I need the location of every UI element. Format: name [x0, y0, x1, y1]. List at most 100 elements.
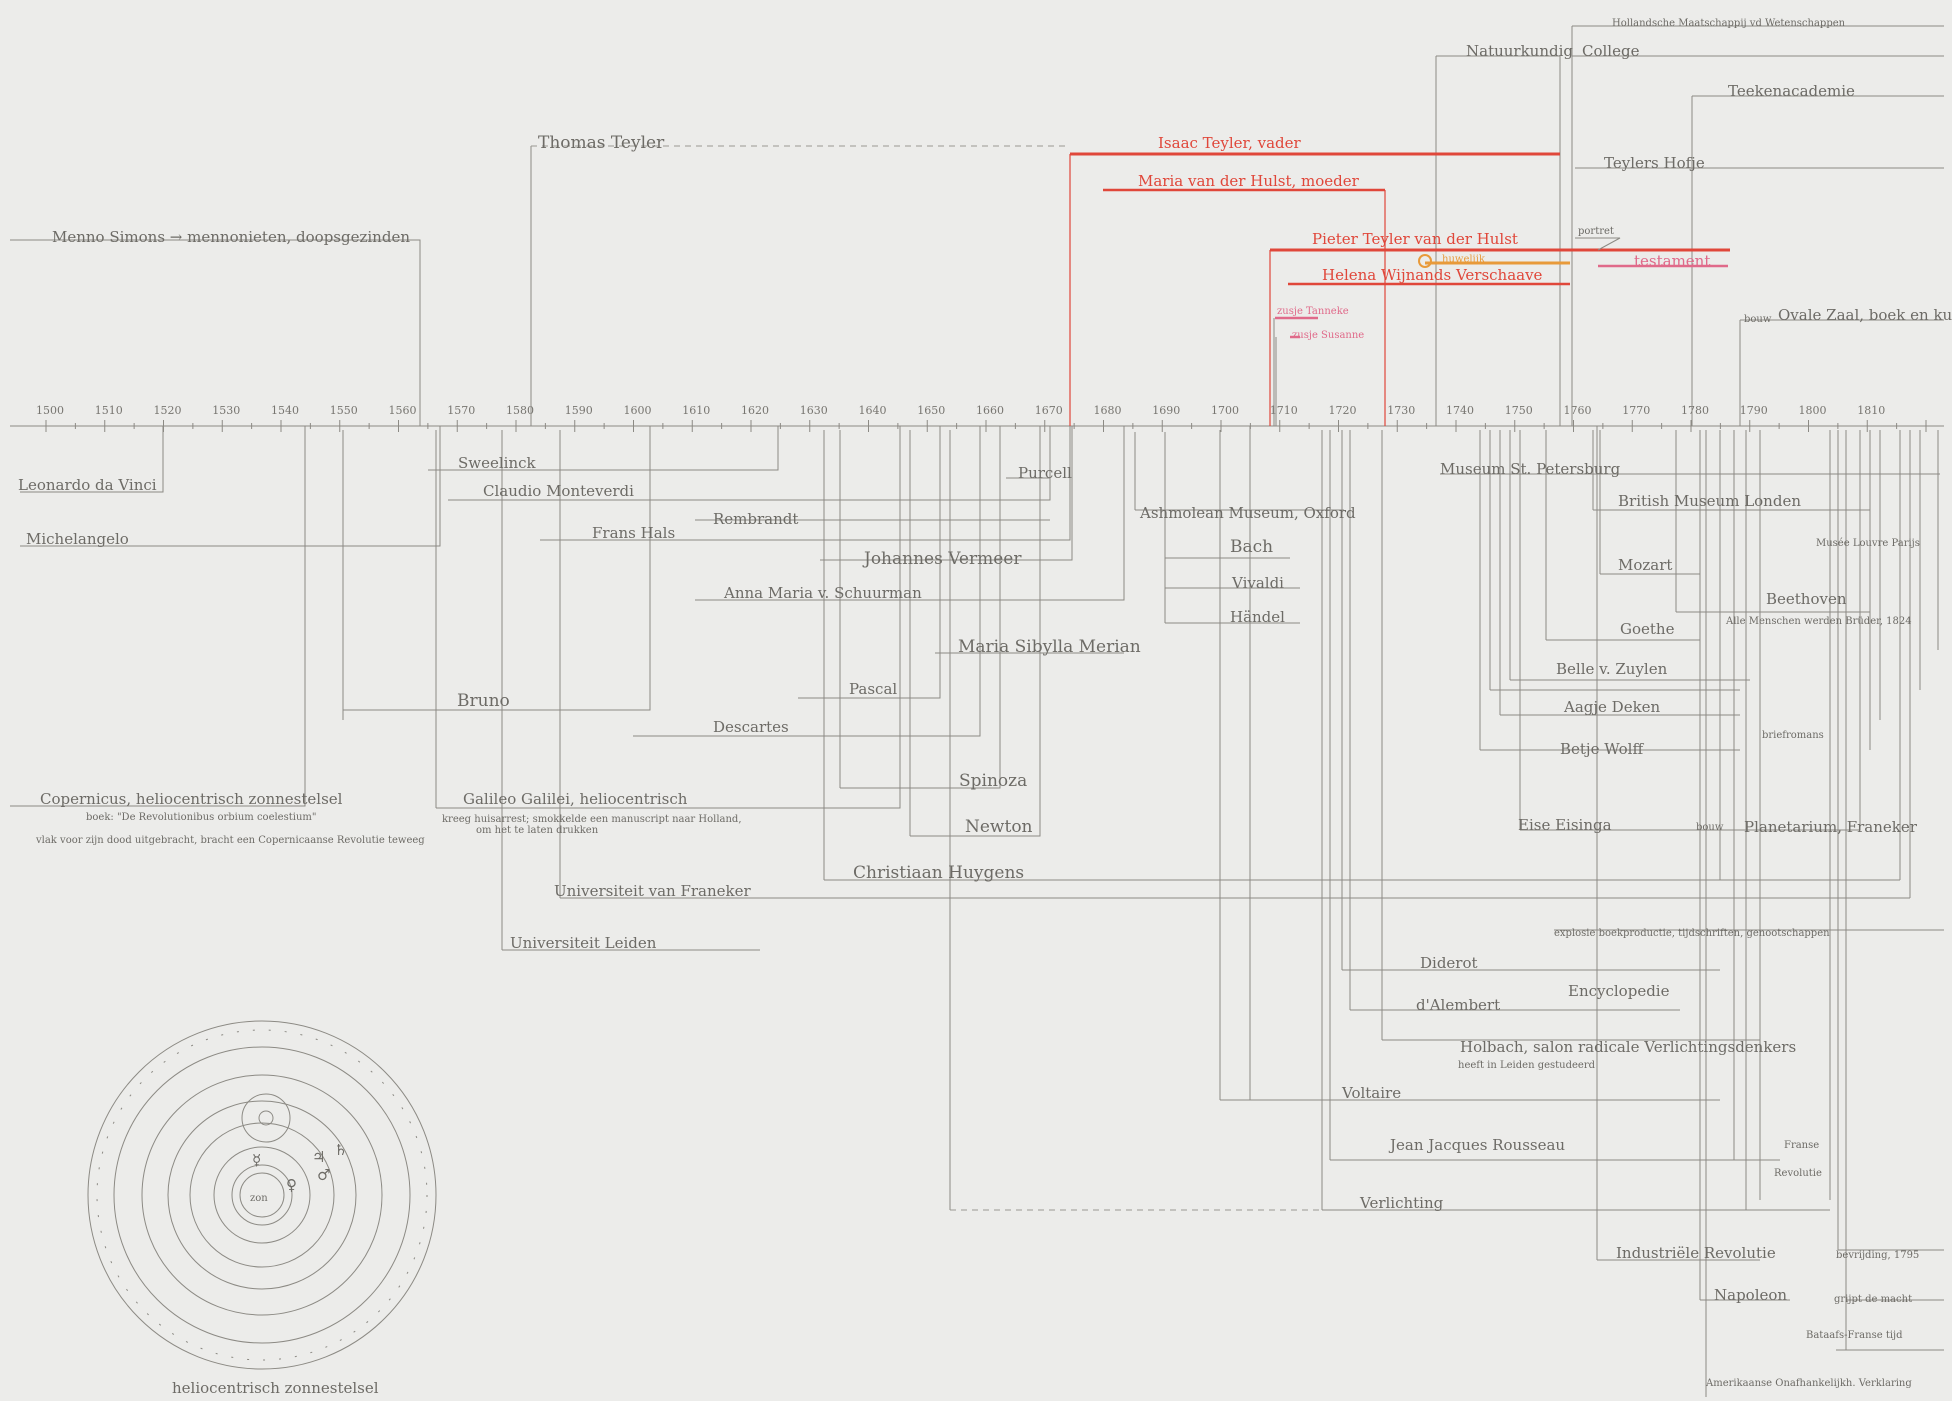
above-label: Hollandsche Maatschappij vd Wetenschappe… — [1612, 18, 1846, 29]
above-label: Pieter Teyler van der Hulst — [1312, 230, 1518, 248]
axis-tick-label: 1500 — [36, 404, 64, 417]
below-label: Bataafs-Franse tijd — [1806, 1330, 1903, 1341]
above-label: bouw — [1744, 314, 1772, 325]
below-label: Spinoza — [959, 771, 1027, 791]
below-label: Napoleon — [1714, 1286, 1787, 1304]
above-label: Teylers Hofje — [1604, 154, 1705, 172]
axis-tick-label: 1680 — [1094, 404, 1122, 417]
above-label: College — [1582, 42, 1640, 60]
axis-tick-label: 1550 — [330, 404, 358, 417]
planet-symbol: ♃ — [312, 1148, 325, 1166]
axis-tick-label: 1640 — [859, 404, 887, 417]
above-label: Menno Simons → mennonieten, doopsgezinde… — [52, 228, 410, 246]
below-label: Sweelinck — [458, 454, 537, 472]
axis-tick-label: 1770 — [1622, 404, 1650, 417]
axis-tick-label: 1750 — [1505, 404, 1533, 417]
axis-tick-label: 1600 — [624, 404, 652, 417]
axis-tick-label: 1810 — [1857, 404, 1885, 417]
below-label: Johannes Vermeer — [862, 549, 1022, 569]
below-label: Eise Eisinga — [1518, 816, 1612, 834]
above-label: Ovale Zaal, boek en kunstzaal — [1778, 306, 1952, 324]
axis-tick-label: 1510 — [95, 404, 123, 417]
axis-tick-label: 1590 — [565, 404, 593, 417]
below-label: Purcell — [1018, 464, 1072, 482]
axis-tick-label: 1570 — [447, 404, 475, 417]
axis-tick-label: 1780 — [1681, 404, 1709, 417]
below-label: kreeg huisarrest; smokkelde een manuscri… — [442, 814, 742, 825]
connector-lines — [10, 25, 1944, 1397]
timeline-labels: Hollandsche Maatschappij vd Wetenschappe… — [18, 18, 1952, 1389]
below-label: Goethe — [1620, 620, 1675, 638]
below-label: boek: "De Revolutionibus orbium coelesti… — [86, 812, 316, 823]
below-label: Bruno — [457, 691, 510, 711]
below-label: Amerikaanse Onafhankelijkh. Verklaring — [1705, 1378, 1912, 1389]
above-label: Maria van der Hulst, moeder — [1138, 172, 1360, 190]
below-label: grijpt de macht — [1834, 1294, 1912, 1305]
below-label: Mozart — [1618, 556, 1672, 574]
below-label: Vivaldi — [1231, 574, 1284, 592]
below-label: Descartes — [713, 718, 789, 736]
below-label: Claudio Monteverdi — [483, 482, 634, 500]
below-label: Frans Hals — [592, 524, 675, 542]
axis-tick-label: 1670 — [1035, 404, 1063, 417]
axis-tick-label: 1700 — [1211, 404, 1239, 417]
below-label: Jean Jacques Rousseau — [1388, 1136, 1565, 1154]
axis-tick-label: 1530 — [212, 404, 240, 417]
below-label: Rembrandt — [713, 510, 798, 528]
above-label: Teekenacademie — [1728, 82, 1855, 100]
below-label: Museum St. Petersburg — [1440, 460, 1621, 478]
below-label: bouw — [1696, 822, 1724, 833]
planet-symbol: ♂ — [317, 1166, 330, 1184]
above-label: testament — [1634, 252, 1710, 270]
below-label: Newton — [965, 817, 1033, 837]
above-label: Thomas Teyler — [538, 133, 665, 153]
planet-symbol: ♀ — [286, 1176, 297, 1194]
axis-tick-label: 1720 — [1329, 404, 1357, 417]
below-label: Aagje Deken — [1563, 698, 1661, 716]
above-label: zusje Susanne — [1292, 330, 1364, 341]
below-label: Leonardo da Vinci — [18, 476, 157, 494]
above-label: huwelijk — [1442, 254, 1486, 265]
below-label: Händel — [1230, 608, 1285, 626]
axis-tick-label: 1730 — [1387, 404, 1415, 417]
planet-symbol: ☿ — [252, 1151, 261, 1169]
below-label: Belle v. Zuylen — [1556, 660, 1668, 678]
above-label: Isaac Teyler, vader — [1158, 134, 1301, 152]
below-label: bevrijding, 1795 — [1836, 1250, 1919, 1261]
below-label: explosie boekproductie, tijdschriften, g… — [1554, 928, 1830, 939]
below-label: Planetarium, Franeker — [1744, 818, 1918, 836]
below-label: Beethoven — [1766, 590, 1847, 608]
below-label: Verlichting — [1359, 1194, 1444, 1212]
axis-tick-label: 1580 — [506, 404, 534, 417]
below-label: om het te laten drukken — [476, 825, 599, 836]
axis-tick-label: 1800 — [1799, 404, 1827, 417]
below-label: Michelangelo — [26, 530, 129, 548]
sun-label: zon — [250, 1193, 268, 1204]
below-label: Christiaan Huygens — [853, 863, 1024, 883]
below-label: vlak voor zijn dood uitgebracht, bracht … — [35, 835, 425, 846]
below-label: Holbach, salon radicale Verlichtingsdenk… — [1460, 1038, 1796, 1056]
below-label: Voltaire — [1341, 1084, 1401, 1102]
above-label: portret — [1578, 226, 1614, 237]
below-label: Musée Louvre Parijs — [1816, 538, 1920, 549]
above-label: Natuurkundig — [1466, 42, 1573, 60]
below-label: briefromans — [1762, 730, 1824, 741]
heliocentric-sketch: zon ♄ ♃♂ ♀ ☿ — [87, 1020, 437, 1370]
below-label: Betje Wolff — [1560, 740, 1644, 758]
teyler-family-lines — [1069, 152, 1730, 426]
axis-tick-label: 1660 — [976, 404, 1004, 417]
axis-tick-label: 1560 — [389, 404, 417, 417]
below-label: Anna Maria v. Schuurman — [723, 584, 922, 602]
below-label: Diderot — [1420, 954, 1478, 972]
below-label: d'Alembert — [1416, 996, 1500, 1014]
below-label: Copernicus, heliocentrisch zonnestelsel — [40, 790, 343, 808]
axis-tick-label: 1540 — [271, 404, 299, 417]
below-label: Universiteit Leiden — [510, 934, 657, 952]
below-label: heeft in Leiden gestudeerd — [1458, 1060, 1596, 1071]
planet-symbol: ♄ — [334, 1141, 347, 1159]
axis-tick-label: 1740 — [1446, 404, 1474, 417]
axis-tick-label: 1690 — [1152, 404, 1180, 417]
